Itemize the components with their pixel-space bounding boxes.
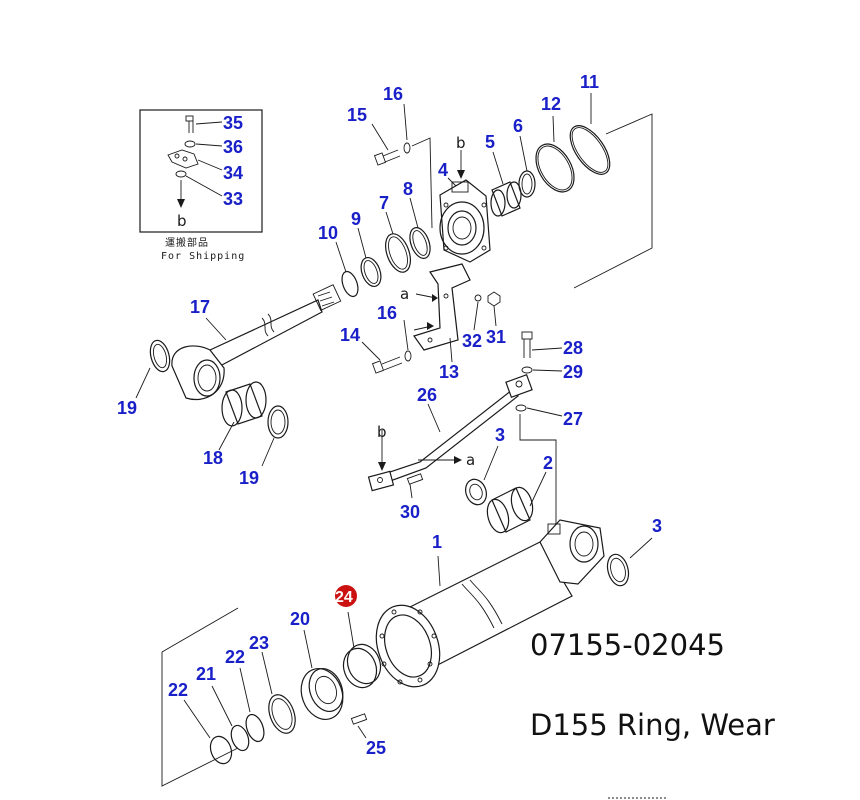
dust-seal-3-right: [606, 537, 653, 587]
callout-14: 14: [340, 325, 360, 345]
cylinder-head-4: [439, 150, 491, 263]
washer-32: [473, 294, 482, 331]
ref-letter-b-top: b: [456, 134, 466, 152]
ref-letter-a-clamp: a: [400, 285, 409, 303]
callout-13: 13: [439, 362, 459, 382]
callout-5: 5: [485, 132, 495, 152]
callout-9: 9: [351, 209, 361, 229]
ring-6: [518, 135, 536, 198]
callout-20: 20: [290, 609, 310, 629]
cylinder-tube-1: [375, 519, 605, 688]
ring-22-upper: [239, 667, 265, 743]
callout-8: 8: [403, 179, 413, 199]
dust-seal-3-middle: [465, 445, 499, 506]
callout-28: 28: [563, 338, 583, 358]
callout-19-right: 19: [239, 468, 259, 488]
callout-3-middle: 3: [495, 425, 505, 445]
bolt-30: [406, 473, 424, 499]
callout-16-top: 16: [383, 84, 403, 104]
callout-23: 23: [249, 633, 269, 653]
nut-31: [487, 291, 501, 327]
callout-35: 35: [223, 113, 243, 133]
callout-21: 21: [196, 664, 216, 684]
callout-36: 36: [223, 137, 243, 157]
ring-8: [409, 197, 431, 259]
piston-20: [300, 629, 344, 720]
ring-12: [535, 115, 575, 193]
callout-25: 25: [366, 738, 386, 758]
callout-18: 18: [203, 448, 223, 468]
ring-9: [357, 227, 382, 288]
callout-33: 33: [223, 189, 243, 209]
ring-21: [211, 685, 250, 752]
callout-4: 4: [438, 160, 448, 180]
ref-letter-b-inset: b: [177, 212, 187, 230]
ref-letter-b-bracket: b: [377, 423, 387, 441]
callout-27: 27: [563, 409, 583, 429]
bushing-5: [490, 151, 522, 217]
callout-7: 7: [379, 193, 389, 213]
highlight-badge-label: 24: [335, 589, 353, 606]
bushing-2: [486, 471, 547, 534]
piston-rod-17: [171, 284, 342, 400]
callout-17: 17: [190, 297, 210, 317]
bolt-28: [521, 331, 563, 358]
washer-29: [521, 366, 563, 374]
callout-32: 32: [462, 331, 482, 351]
ref-letter-a-bracket: a: [466, 451, 475, 469]
dust-seal-19-left: [135, 339, 171, 399]
callout-34: 34: [223, 163, 243, 183]
inset-japanese-label: 運搬部品: [165, 236, 209, 249]
callout-30: 30: [400, 502, 420, 522]
pipe-26: [367, 373, 533, 492]
callout-19-left: 19: [117, 398, 137, 418]
ring-11: [569, 93, 611, 175]
ring-23: [261, 651, 296, 734]
callout-29: 29: [563, 362, 583, 382]
callout-10: 10: [318, 223, 338, 243]
callout-12: 12: [541, 94, 561, 114]
bolt-14-group: [361, 319, 434, 374]
callout-22-upper: 22: [225, 647, 245, 667]
shipping-inset: b: [139, 109, 263, 233]
bushing-18: [218, 381, 267, 451]
callout-2: 2: [543, 453, 553, 473]
callout-16-lower: 16: [377, 303, 397, 323]
part-description: D155 Ring, Wear: [530, 708, 775, 742]
callout-11: 11: [580, 72, 599, 92]
callout-3-right: 3: [652, 516, 662, 536]
highlight-badge: [335, 585, 357, 607]
bolt-15-group: [371, 103, 411, 166]
nut-25: [350, 713, 368, 739]
callout-1: 1: [432, 532, 442, 552]
callout-6: 6: [513, 116, 523, 136]
callout-31: 31: [486, 327, 506, 347]
callout-22-lower: 22: [168, 680, 188, 700]
ring-10: [335, 241, 359, 298]
ring-7: [385, 211, 411, 273]
callout-26: 26: [417, 385, 437, 405]
callout-15: 15: [347, 105, 367, 125]
orifice-27: [515, 404, 563, 417]
part-number: 07155-02045: [530, 628, 725, 662]
dust-seal-19-right: [261, 405, 289, 467]
inset-shipping-label: For Shipping: [161, 251, 245, 262]
ring-22-lower: [183, 699, 233, 765]
bracket-13: [413, 263, 471, 363]
wear-ring-24: [342, 611, 382, 689]
